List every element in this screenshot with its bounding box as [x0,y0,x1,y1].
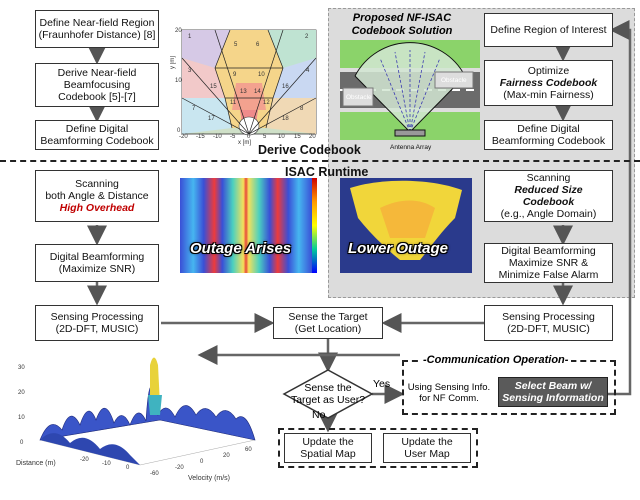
x-tick: -10 [213,134,222,140]
outage-heatmap: Outage Arises [180,178,312,273]
optimize-fairness-box: Optimize Fairness Codebook (Max-min Fair… [484,60,613,106]
x-tick: 20 [309,134,316,140]
colorbar-left [312,178,317,273]
zone-label: 7 [192,106,196,112]
v-tick: -20 [175,465,184,471]
update-panel [278,428,478,468]
derive-codebook-label: Derive Codebook [258,143,361,157]
obstacle-right-label: Obstacle [441,77,467,84]
zone-label: 13 [240,89,247,95]
zone-label: 2 [305,34,309,40]
proposed-title: Proposed NF-ISAC Codebook Solution [351,12,453,37]
v-tick: -60 [150,471,159,477]
communication-title: -Communication Operation- [420,354,572,366]
near-field-region-box: Define Near-field Region (Fraunhofer Dis… [35,10,159,48]
runtime-label: ISAC Runtime [285,165,369,179]
x-tick: 0 [247,134,251,140]
near-field-zone-plot: 1 2 3 4 5 6 7 8 9 10 11 12 13 14 15 16 1… [170,28,320,146]
select-beam-box: Select Beam w/ Sensing Information [498,377,608,407]
sense-target-box: Sense the Target (Get Location) [273,307,383,339]
z-tick: 0 [20,440,24,446]
define-digital-right-box: Define Digital Beamforming Codebook [484,120,613,150]
zone-label: 6 [256,42,260,48]
road-scene: Obstacle Obstacle Antenna Array [340,40,480,151]
x-tick: 15 [294,134,301,140]
sensing-left-box: Sensing Processing (2D-DFT, MUSIC) [35,305,159,341]
antenna-label: Antenna Array [390,144,432,151]
range-velocity-surface-plot: 30 20 10 0 -20 -10 0 Distance (m) -60 -2… [10,345,270,485]
x-tick: -20 [80,457,89,463]
zone-label: 1 [188,34,192,40]
update-user-box: Update the User Map [383,433,471,463]
x-tick: -10 [102,461,111,467]
zone-label: 15 [210,84,217,90]
x-tick: 10 [278,134,285,140]
x-axis-label: x [m] [238,140,251,146]
digital-bf-right-box: Digital Beamforming Maximize SNR & Minim… [484,243,613,283]
decision-text: Sense the Target as User? [290,382,366,406]
zone-label: 18 [282,116,289,122]
zone-label: 9 [233,72,237,78]
zone-label: 10 [258,72,265,78]
derive-beamfocusing-box: Derive Near-field Beamfocusing Codebook … [35,63,159,107]
z-tick: 10 [18,415,25,421]
lower-outage-heatmap: Lower Outage [340,178,472,273]
x-tick: 5 [263,134,267,140]
zone-label: 16 [282,84,289,90]
x-tick: -20 [179,134,188,140]
comm-using-text: Using Sensing Info. for NF Comm. [407,382,491,404]
velocity-axis-label: Velocity (m/s) [188,475,231,482]
z-tick: 30 [18,365,25,371]
yes-label: Yes [373,378,391,390]
zone-label: 3 [188,68,192,74]
v-tick: 0 [200,459,204,465]
y-tick: 0 [177,128,181,134]
zone-label: 12 [263,100,270,106]
section-separator [0,160,640,162]
y-tick: 20 [175,28,182,34]
zone-label: 17 [208,116,215,122]
v-tick: 20 [223,453,230,459]
sensing-right-box: Sensing Processing (2D-DFT, MUSIC) [484,305,613,341]
zone-label: 8 [300,106,304,112]
scan-reduced-box: Scanning Reduced Size Codebook (e.g., An… [484,170,613,222]
zone-label: 14 [254,89,261,95]
update-spatial-box: Update the Spatial Map [284,433,372,463]
x-tick: -5 [230,134,236,140]
lower-outage-label: Lower Outage [348,240,449,257]
zone-label: 11 [230,100,237,106]
distance-axis-label: Distance (m) [16,460,56,467]
scan-both-box: Scanning both Angle & Distance High Over… [35,170,159,222]
outage-arises-label: Outage Arises [190,240,292,257]
v-tick: 60 [245,447,252,453]
y-tick: 10 [175,78,182,84]
x-tick: -15 [196,134,205,140]
x-tick: 0 [126,465,130,471]
digital-bf-left-box: Digital Beamforming (Maximize SNR) [35,244,159,282]
zone-label: 4 [306,68,310,74]
no-label: No [312,409,326,421]
z-tick: 20 [18,390,25,396]
obstacle-left-label: Obstacle [346,94,372,101]
define-roi-box: Define Region of Interest [484,13,613,47]
zone-label: 5 [234,42,238,48]
define-digital-left-box: Define Digital Beamforming Codebook [35,120,159,150]
